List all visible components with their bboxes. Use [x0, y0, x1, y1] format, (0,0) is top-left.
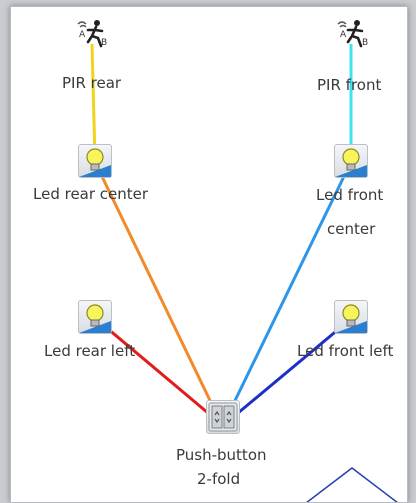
port-b-label: B	[362, 38, 369, 48]
push-button-icon	[206, 400, 240, 434]
wire-led-rear-left-to-push-button[interactable]	[94, 316, 215, 420]
wire-led-front-left-to-push-button[interactable]	[231, 316, 353, 420]
motion-sensor-icon	[77, 20, 104, 48]
node-label: PIR rear	[62, 74, 122, 92]
node-label-line1: Push-button	[176, 446, 267, 464]
motion-sensor-icon	[337, 20, 364, 48]
light-bulb-icon	[334, 144, 368, 178]
node-label-line2: center	[327, 220, 376, 238]
port-b-label: B	[101, 38, 108, 48]
port-a-label: A	[340, 30, 347, 40]
light-bulb-icon	[334, 300, 368, 334]
node-label-line1: Led front	[316, 186, 384, 204]
wire-led-rear-center-to-push-button[interactable]	[93, 161, 219, 416]
node-label: PIR front	[317, 76, 382, 94]
wire-pir-rear-to-led-rear-center[interactable]	[90, 43, 97, 161]
port-a-label: A	[79, 30, 86, 40]
partial-triangle-shape	[305, 467, 399, 503]
node-label: Led front left	[297, 342, 394, 360]
node-label-line2: 2-fold	[197, 470, 241, 488]
wire-led-front-center-to-push-button[interactable]	[226, 161, 353, 416]
node-label: Led rear center	[33, 185, 149, 203]
light-bulb-icon	[78, 300, 112, 334]
node-label: Led rear left	[44, 342, 136, 360]
light-bulb-icon	[78, 144, 112, 178]
